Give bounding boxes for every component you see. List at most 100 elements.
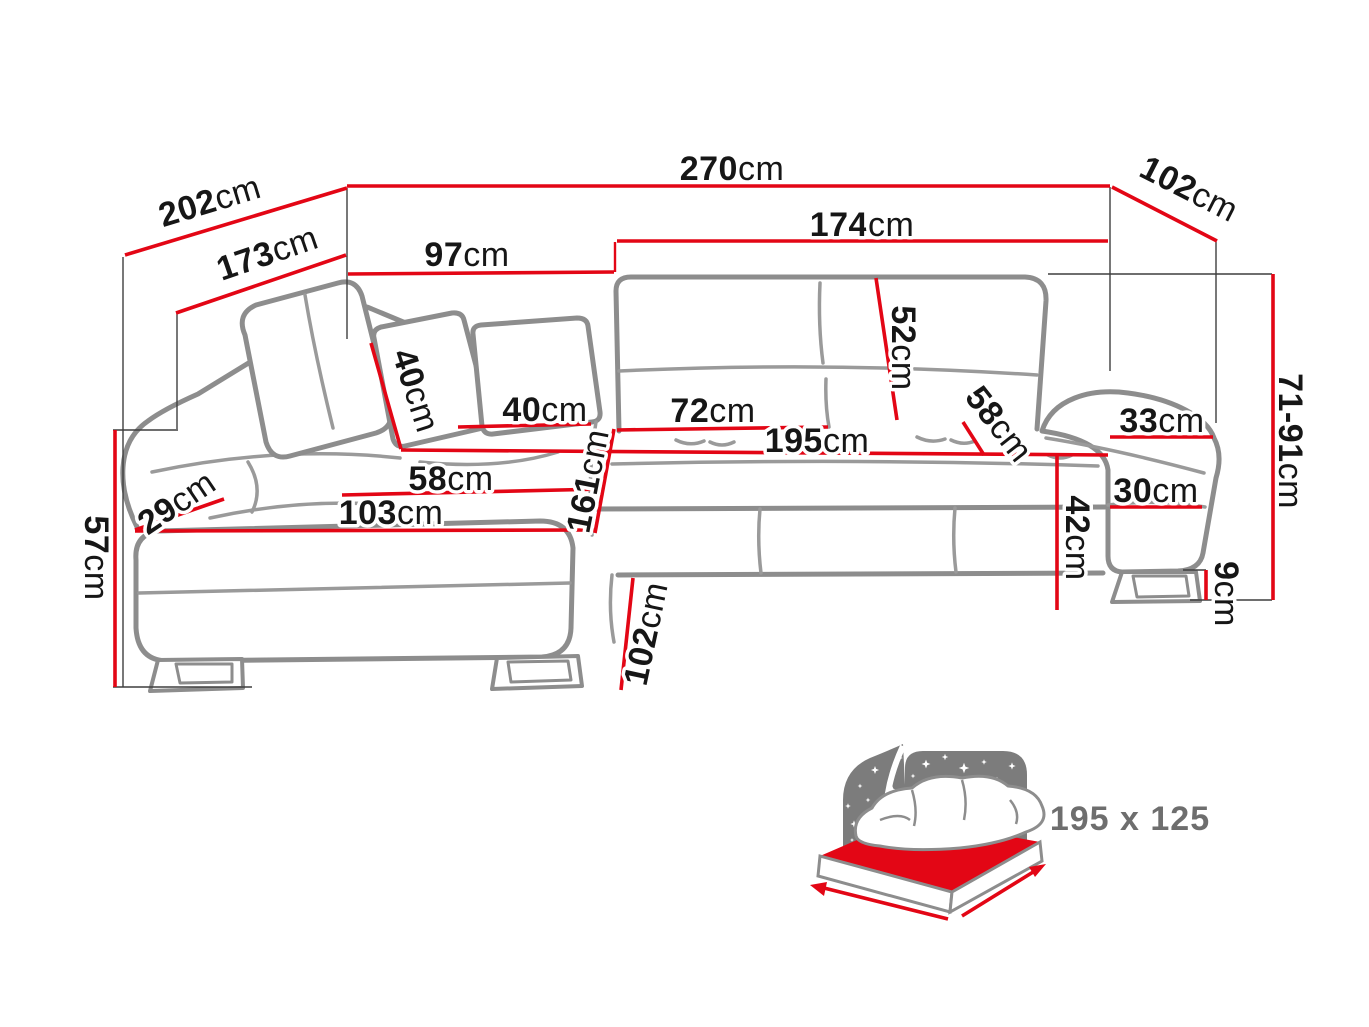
dim-value: 72 <box>670 392 709 430</box>
dim-label: 57cm <box>77 515 115 600</box>
dim-label: 30cm <box>1113 472 1198 510</box>
dim-unit: cm <box>77 554 115 600</box>
bed-duvet-crease <box>879 779 1019 827</box>
dim-label: 103cm <box>339 494 444 532</box>
seat-tuft <box>915 435 977 445</box>
dim-label: 72cm <box>670 392 755 430</box>
dim-unit: cm <box>1058 534 1096 580</box>
dim-unit: cm <box>629 579 676 632</box>
dim-line-40-left <box>369 342 403 450</box>
sofa-leg-front <box>490 654 584 691</box>
dim-line-102-chaise <box>619 577 635 691</box>
dim-value: 57 <box>77 515 115 554</box>
pillow-right <box>470 315 603 437</box>
dim-label: 52cm <box>884 305 922 390</box>
corner-side-seam <box>608 573 616 644</box>
guide-lines <box>113 187 1272 688</box>
chaise-front <box>133 518 576 664</box>
chaise-seat-crease <box>418 450 560 467</box>
dim-unit: cm <box>1271 463 1309 509</box>
seat-front-edge <box>586 504 1108 512</box>
armrest-roll-seam <box>1044 436 1206 475</box>
chaise-seat-crease <box>246 460 259 514</box>
dim-label: 102cm <box>1134 149 1244 230</box>
dim-value: 103 <box>339 494 397 532</box>
dim-seat-height: 57cm <box>74 430 119 687</box>
dim-line-103 <box>134 528 596 533</box>
dim-line-161 <box>593 428 616 534</box>
mattress-side-right <box>948 839 1044 915</box>
dim-unit: cm <box>397 494 443 532</box>
dim-chaise-back-width: 97cm <box>347 233 615 278</box>
dim-seat-depth-front: 42cm <box>1055 456 1100 610</box>
dim-total-width: 270cm <box>347 147 1110 192</box>
dim-unit: cm <box>1207 581 1245 627</box>
headrest-crease <box>303 293 335 430</box>
dim-unit: cm <box>1158 402 1204 440</box>
dim-sleeping-length: 195cm <box>400 419 1109 464</box>
dim-unit: cm <box>571 426 617 479</box>
dim-label: 161cm <box>560 426 617 536</box>
dim-chaise-seat-width: 58cm <box>341 457 605 502</box>
dim-value: 97 <box>424 236 463 274</box>
dim-value: 30 <box>1113 472 1152 510</box>
sofa-leg-left <box>148 657 245 693</box>
backrest-crease-v <box>817 281 825 365</box>
dim-value: 202 <box>154 182 221 235</box>
dim-armrest-width: 30cm <box>1110 469 1202 514</box>
dim-line-195 <box>400 448 1109 457</box>
dim-value: 58 <box>408 460 447 498</box>
seat-front-seam <box>951 506 958 574</box>
dim-line-72 <box>616 425 829 432</box>
dim-label: 97cm <box>424 236 509 274</box>
bed-arrows <box>810 864 1046 921</box>
dim-value: 174 <box>810 206 868 244</box>
dim-chaise-depth: 102cm <box>613 575 679 692</box>
dim-value: 42 <box>1058 495 1096 534</box>
dim-line-102-top <box>1111 185 1218 243</box>
dim-label: 71-91cm <box>1271 373 1309 509</box>
dim-line-29 <box>134 497 225 532</box>
dim-line-58-back <box>961 421 986 456</box>
dim-unit: cm <box>884 344 922 390</box>
bed-duvet <box>853 774 1046 852</box>
dim-backrest-height: 52cm <box>874 277 926 421</box>
dim-label: 42cm <box>1058 495 1096 580</box>
dim-line-40-right <box>457 422 592 429</box>
dim-line-173 <box>175 253 347 315</box>
dim-label: 33cm <box>1119 402 1204 440</box>
dim-line-202 <box>124 186 348 257</box>
seat-front-seam <box>756 507 763 575</box>
chaise-seat-crease <box>208 501 392 520</box>
dim-corner-depth: 161cm <box>556 422 620 539</box>
bed-function-icon: 195 x 125 <box>810 744 1210 921</box>
dim-unit: cm <box>709 392 755 430</box>
dim-value: 102 <box>617 624 666 689</box>
dim-value: 161 <box>560 471 608 535</box>
sofa-leg-right <box>1110 570 1202 604</box>
corner-seam <box>588 420 598 537</box>
dim-label: 270cm <box>680 150 785 188</box>
dim-unit: cm <box>823 422 869 460</box>
dim-value: 270 <box>680 150 738 188</box>
dim-unit: cm <box>738 150 784 188</box>
dim-value: 33 <box>1119 402 1158 440</box>
dim-unit: cm <box>210 168 265 218</box>
sleeping-area-label: 195 x 125 <box>1050 800 1210 838</box>
dim-seat-back-depth: 72cm <box>616 389 829 434</box>
seat-top-seam <box>610 459 1100 468</box>
dim-label: 9cm <box>1207 561 1245 627</box>
dim-label: 58cm <box>408 460 493 498</box>
dim-seat-width: 174cm <box>613 203 1108 272</box>
seat-tuft <box>674 438 736 447</box>
dim-line-58-seat <box>341 487 605 497</box>
chaise-front-seam <box>137 581 572 595</box>
sofa-drawing <box>120 274 1222 693</box>
dim-label: 173cm <box>212 219 323 289</box>
dim-line-52 <box>874 277 899 421</box>
dim-value: 40 <box>502 391 541 429</box>
dim-value: 195 <box>765 422 823 460</box>
dim-label: 174cm <box>810 206 915 244</box>
